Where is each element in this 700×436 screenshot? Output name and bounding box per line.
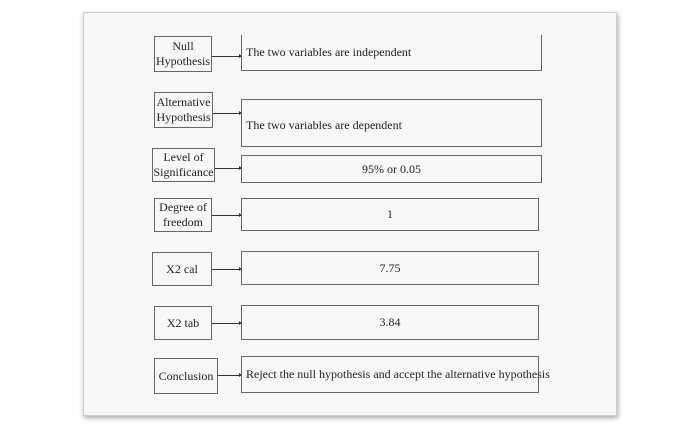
- level-of-significance-label: Level of Significance: [152, 148, 215, 182]
- hypothesis-test-panel: Null Hypothesis The two variables are in…: [83, 12, 617, 416]
- alternative-hypothesis-connector: [213, 111, 242, 115]
- degree-of-freedom-value: 1: [241, 198, 539, 231]
- x2-cal-value: 7.75: [241, 251, 539, 285]
- null-hypothesis-label: Null Hypothesis: [154, 36, 212, 72]
- x2-tab-connector: [212, 321, 242, 325]
- conclusion-connector: [218, 373, 242, 377]
- null-hypothesis-value: The two variables are independent: [241, 35, 542, 71]
- conclusion-label: Conclusion: [154, 358, 218, 394]
- x2-tab-value: 3.84: [241, 305, 539, 340]
- alternative-hypothesis-value: The two variables are dependent: [241, 99, 542, 147]
- x2-cal-connector: [212, 267, 242, 271]
- degree-of-freedom-connector: [212, 213, 242, 217]
- null-hypothesis-connector: [212, 54, 242, 58]
- level-of-significance-connector: [215, 166, 242, 170]
- x2-cal-label: X2 cal: [152, 252, 212, 286]
- alternative-hypothesis-label: Alternative Hypothesis: [154, 92, 213, 128]
- x2-tab-label: X2 tab: [154, 306, 212, 340]
- level-of-significance-value: 95% or 0.05: [241, 155, 542, 183]
- degree-of-freedom-label: Degree of freedom: [154, 198, 212, 232]
- conclusion-value: Reject the null hypothesis and accept th…: [241, 356, 550, 393]
